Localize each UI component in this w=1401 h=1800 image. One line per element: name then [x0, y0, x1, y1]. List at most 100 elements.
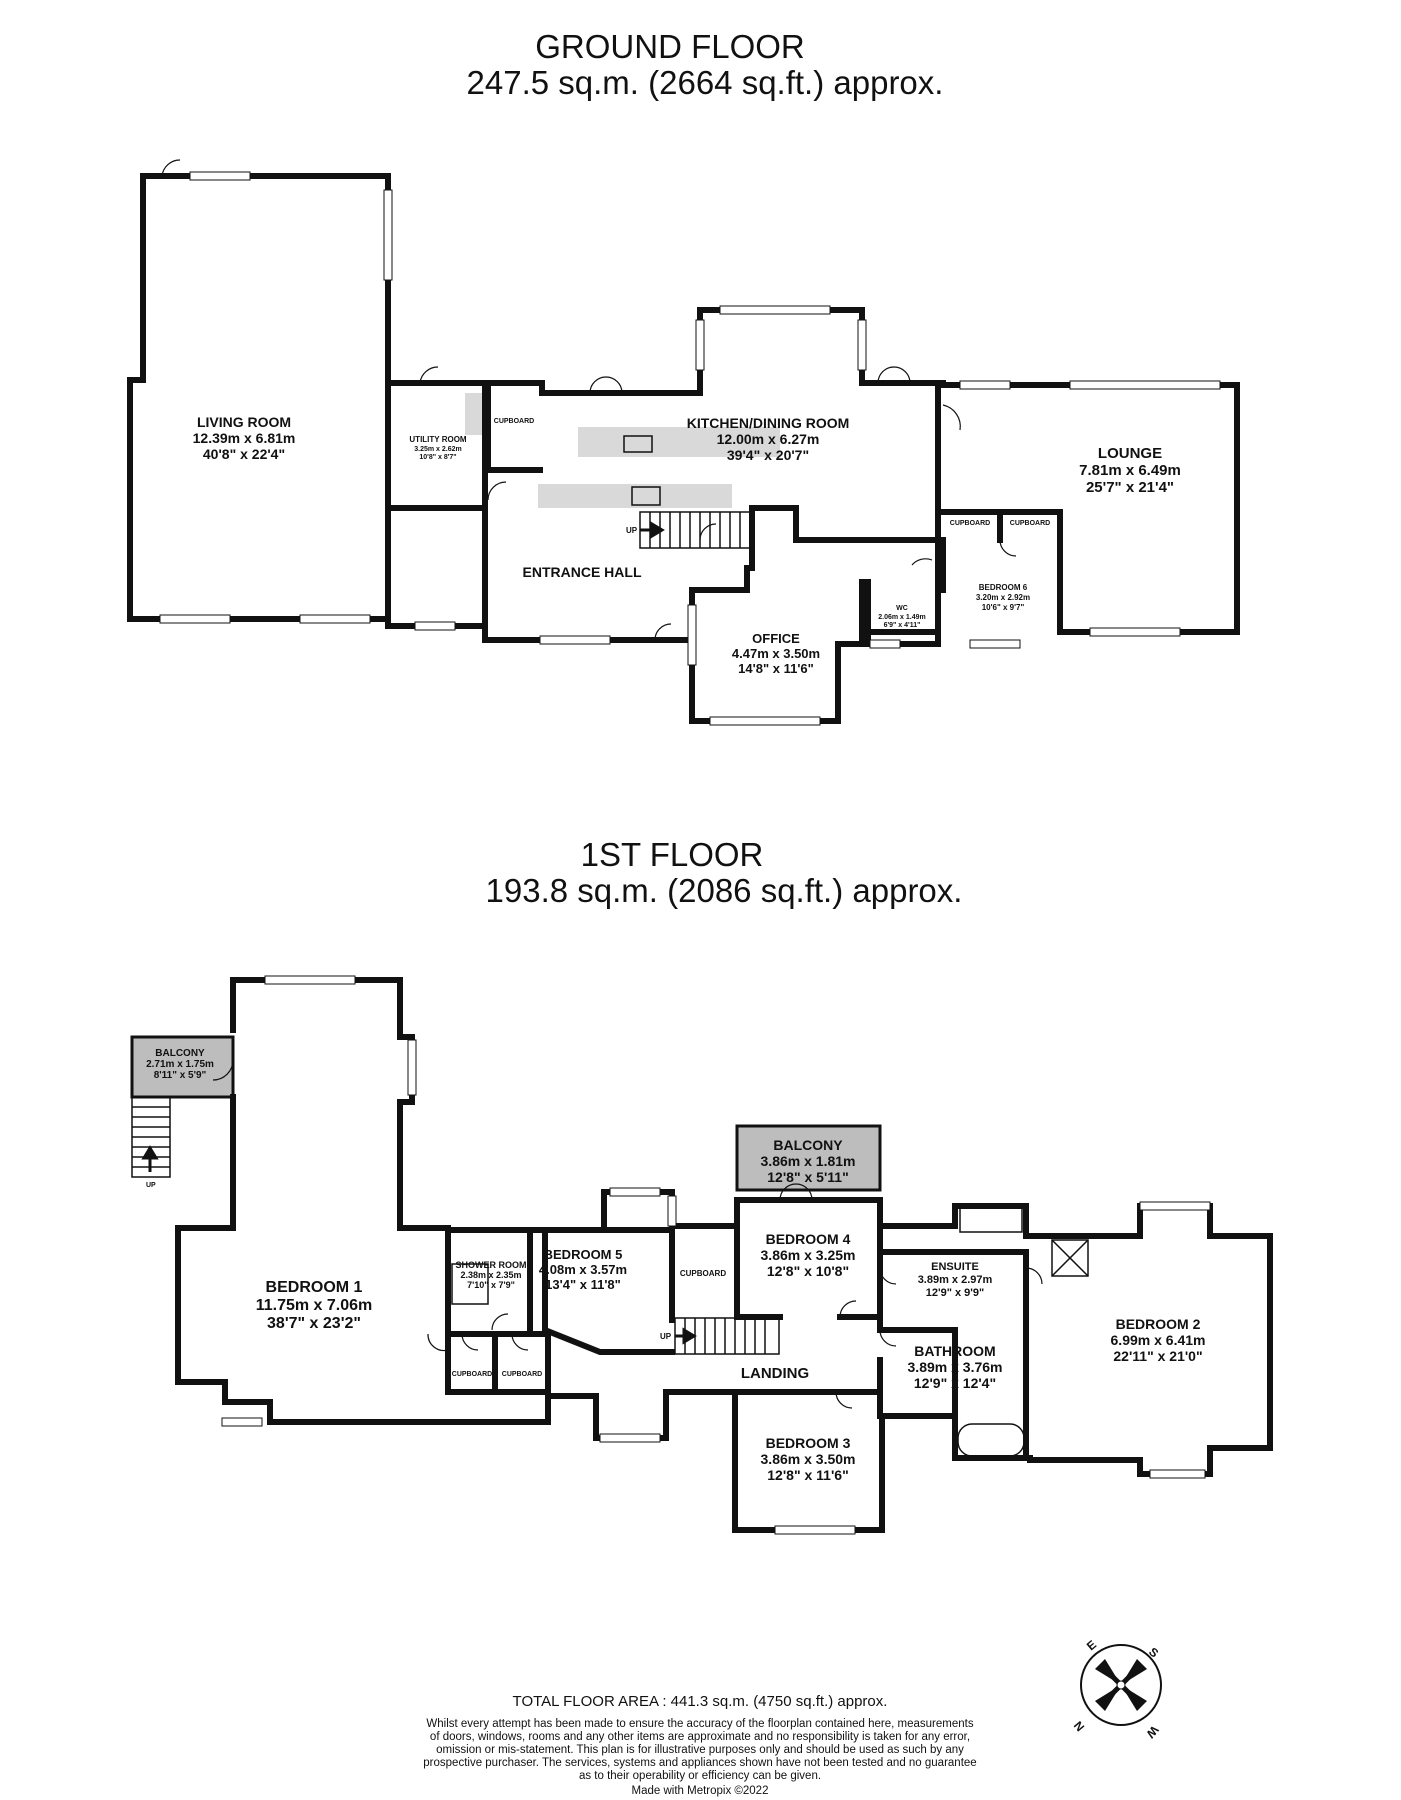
room-bathroom: BATHROOM 3.89m x 3.76m 12'9" x 12'4" [908, 1343, 1003, 1391]
window [1069, 380, 1221, 390]
room-metric: 3.20m x 2.92m [976, 593, 1030, 602]
room-bedroom-3: BEDROOM 3 3.86m x 3.50m 12'8" x 11'6" [761, 1435, 856, 1483]
shower-tray-icon [1051, 1239, 1089, 1277]
window [695, 319, 705, 371]
door-swing [589, 376, 623, 394]
door-swing [511, 1333, 529, 1351]
room-office: OFFICE 4.47m x 3.50m 14'8" x 11'6" [732, 631, 820, 676]
room-name: SHOWER ROOM [456, 1260, 527, 1270]
disclaimer-line: prospective purchaser. The services, sys… [423, 1757, 976, 1769]
window [774, 1525, 856, 1535]
door-swing [877, 366, 911, 384]
room-metric: 3.86m x 1.81m [761, 1153, 856, 1169]
room-metric: 4.47m x 3.50m [732, 646, 820, 661]
shower-icon [451, 1263, 489, 1305]
window [857, 319, 867, 371]
room-name: BALCONY [773, 1137, 843, 1153]
room-metric: 6.99m x 6.41m [1111, 1332, 1206, 1348]
room-imperial: 7'10" x 7'9" [467, 1280, 515, 1290]
room-metric: 3.89m x 3.76m [908, 1359, 1003, 1375]
room-imperial: 10'8" x 8'7" [419, 454, 456, 461]
room-imperial: 8'11" x 5'9" [154, 1070, 207, 1081]
door-swing [999, 539, 1017, 557]
door-swing [879, 1329, 897, 1347]
room-landing: LANDING [741, 1365, 809, 1382]
room-ensuite: ENSUITE 3.89m x 2.97m 12'9" x 9'9" [918, 1261, 993, 1299]
window [407, 1039, 417, 1096]
window [667, 1195, 677, 1227]
room-imperial: 12'8" x 11'6" [767, 1467, 848, 1483]
door-swing [839, 1300, 857, 1318]
room-bedroom-1: BEDROOM 1 11.75m x 7.06m 38'7" x 23'2" [256, 1279, 373, 1332]
ground-floor-title: GROUND FLOOR [535, 28, 805, 65]
room-cupboard: CUPBOARD [494, 418, 534, 425]
window [609, 1187, 661, 1197]
room-metric: 7.81m x 6.49m [1079, 462, 1181, 479]
room-imperial: 12'8" x 5'11" [767, 1169, 848, 1185]
room-balcony-small: BALCONY 2.71m x 1.75m 8'11" x 5'9" [146, 1048, 214, 1081]
window [189, 171, 251, 181]
kitchen-island [578, 427, 780, 457]
room-balcony-large: BALCONY 3.86m x 1.81m 12'8" x 5'11" [761, 1137, 856, 1185]
disclaimer-line: omission or mis-statement. This plan is … [436, 1744, 964, 1756]
window [1089, 627, 1181, 637]
room-wc: WC 2.06m x 1.49m 6'9" x 4'11" [878, 605, 925, 629]
door-swing [911, 558, 933, 566]
first-floor-area: 193.8 sq.m. (2086 sq.ft.) approx. [486, 872, 963, 909]
room-imperial: 14'8" x 11'6" [738, 661, 814, 676]
room-metric: 3.86m x 3.25m [761, 1247, 856, 1263]
metropix-credit: Made with Metropix ©2022 [632, 1785, 769, 1797]
compass-n: N [1071, 1718, 1087, 1734]
first-floor-title: 1ST FLOOR [581, 836, 764, 873]
door-swing [461, 1333, 479, 1351]
balcony-stairs: UP [131, 1096, 171, 1189]
compass-w: W [1143, 1723, 1161, 1741]
room-metric: 2.38m x 2.35m [460, 1270, 521, 1280]
ground-floor-plan: UP LIVING ROOM 12.39m x 6.81m 40'8" x 22… [127, 159, 1240, 726]
kitchen-worktop [538, 484, 732, 508]
window [1149, 1469, 1206, 1479]
room-cupboard: CUPBOARD [452, 1371, 492, 1378]
ground-stairs: UP [626, 511, 751, 549]
double-sink-icon [959, 1207, 1023, 1233]
room-metric: 4.08m x 3.57m [539, 1262, 627, 1277]
room-cupboard: CUPBOARD [950, 520, 990, 527]
room-metric: 2.71m x 1.75m [146, 1059, 214, 1070]
compass-s: S [1146, 1645, 1161, 1661]
room-bedroom-6: BEDROOM 6 3.20m x 2.92m 10'6" x 9'7" [976, 583, 1030, 612]
door-swing [419, 366, 439, 384]
room-bedroom-5: BEDROOM 5 4.08m x 3.57m 13'4" x 11'8" [539, 1247, 627, 1292]
disclaimer-line: Whilst every attempt has been made to en… [426, 1718, 973, 1730]
room-metric: 12.00m x 6.27m [717, 431, 820, 447]
window [539, 635, 611, 645]
room-name: BEDROOM 3 [766, 1435, 851, 1451]
door-swing [161, 159, 181, 177]
room-name: BEDROOM 6 [979, 583, 1028, 592]
door-swing [427, 1333, 449, 1352]
room-name: BEDROOM 2 [1116, 1316, 1201, 1332]
room-name: OFFICE [752, 631, 800, 646]
hob-icon [631, 486, 661, 506]
room-metric: 3.25m x 2.62m [414, 446, 461, 453]
window [959, 380, 1011, 390]
room-imperial: 6'9" x 4'11" [884, 622, 921, 629]
stairs-up-label: UP [146, 1182, 156, 1189]
room-name: BEDROOM 5 [544, 1247, 623, 1262]
window [414, 621, 456, 631]
door-swing [654, 623, 672, 641]
room-metric: 2.06m x 1.49m [878, 614, 925, 621]
door-swing [487, 481, 507, 501]
door-swing [491, 1313, 509, 1331]
window [1139, 1201, 1211, 1211]
room-name: LOUNGE [1098, 445, 1162, 462]
room-name: ENSUITE [931, 1261, 979, 1273]
window [599, 1433, 661, 1443]
ground-floor-area: 247.5 sq.m. (2664 sq.ft.) approx. [467, 64, 944, 101]
room-entrance-hall: ENTRANCE HALL [523, 564, 642, 580]
window [264, 975, 356, 985]
bath-icon [957, 1423, 1025, 1457]
sink-icon [623, 435, 653, 453]
door-swing [699, 523, 717, 541]
room-cupboard: CUPBOARD [680, 1269, 726, 1278]
room-metric: 11.75m x 7.06m [256, 1297, 373, 1314]
